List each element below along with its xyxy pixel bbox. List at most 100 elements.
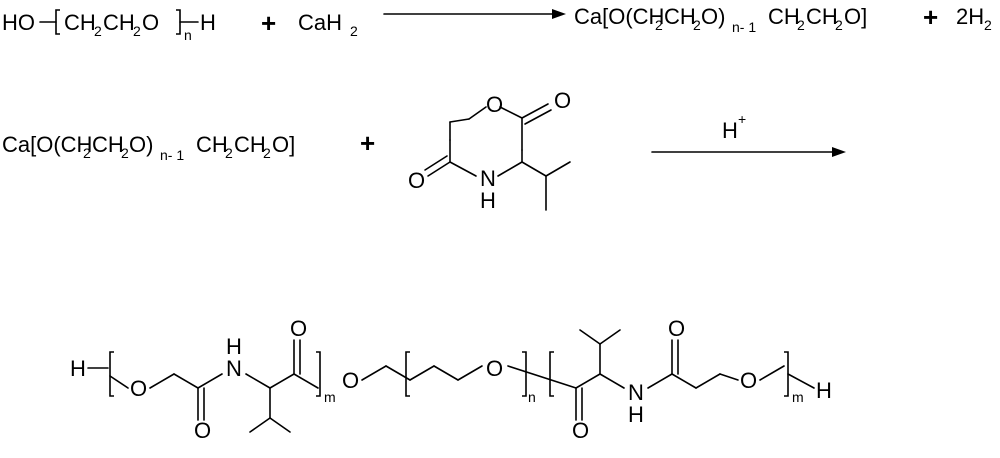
catalyst-plus: + — [738, 111, 746, 127]
atom-o-c4: O — [668, 316, 685, 341]
ca-text-3: O) — [701, 4, 725, 29]
reaction-arrow-2-head — [832, 147, 846, 157]
bond-to-o1 — [109, 375, 129, 389]
calcium-alkoxide-reactant: Ca[O(CH 2 CH 2 O) n- 1 CH 2 CH 2 O] — [2, 132, 295, 163]
bond-ca2-n2 — [599, 373, 625, 389]
block-copolymer-product: H O O N H O m O O n — [70, 316, 832, 443]
ca-sub-5: 2 — [835, 17, 843, 33]
ca-sub-2: 2 — [693, 17, 701, 33]
bond-n2-c4 — [647, 373, 673, 389]
ca2-sub-3: n- 1 — [160, 147, 184, 163]
h2-label: 2H — [956, 4, 984, 29]
ring-bond-ch2 — [449, 118, 470, 123]
ca-sub-4: 2 — [797, 17, 805, 33]
bond-ca-c2 — [269, 373, 295, 389]
bond-to-o-right — [719, 373, 739, 381]
plus-sign-3: + — [360, 128, 375, 158]
atom-n2: N — [628, 380, 644, 405]
bond-o1-ch2 — [149, 373, 175, 389]
reaction-arrow-1-head — [552, 9, 566, 19]
carbonyl-oxygen-1: O — [554, 88, 571, 113]
atom-o-link: O — [342, 368, 359, 393]
repeat-m-left: m — [324, 389, 336, 405]
ring-bond-o-c — [499, 106, 523, 119]
atom-h-n1: H — [226, 334, 242, 359]
atom-n1: N — [226, 356, 242, 381]
bond-n1-ca — [245, 373, 271, 389]
atom-o-c3: O — [572, 418, 589, 443]
peg-bracket-left — [55, 9, 60, 35]
peg-repeat-n: n — [184, 27, 192, 43]
ipr2-methyl-b — [599, 329, 621, 345]
end-h-left: H — [70, 356, 86, 381]
peg-bond-1 — [385, 365, 411, 381]
h2-sub: 2 — [984, 17, 992, 33]
isopropyl-bond — [521, 161, 547, 177]
peg-h: H — [200, 10, 216, 35]
ring-bond-o-ch2 — [468, 106, 487, 120]
ipr2-methyl-a — [579, 329, 601, 345]
ca2-sub-2: 2 — [121, 145, 129, 161]
isopropyl-methyl-1 — [545, 161, 571, 177]
bond-c3-ca2 — [575, 373, 601, 389]
reaction-2: Ca[O(CH 2 CH 2 O) n- 1 CH 2 CH 2 O] + — [2, 88, 846, 213]
ca-text-4: CH — [768, 4, 800, 29]
ca-text-5: CH — [806, 4, 838, 29]
peg-unit-ch-1: CH — [64, 10, 96, 35]
bond-c4-ch2 — [671, 373, 697, 389]
repeat-m-right: m — [792, 389, 804, 405]
morpholinedione-structure: O O O N H — [408, 88, 571, 213]
ring-nh-hydrogen: H — [480, 188, 496, 213]
catalyst-h: H — [722, 118, 738, 143]
carbonyl-1-a — [521, 103, 549, 119]
ring-bond-c-n — [449, 161, 477, 177]
bond-olink-peg — [361, 365, 387, 381]
peg-ho: HO — [2, 10, 35, 35]
ca-text-6: O] — [844, 4, 867, 29]
repeat-n: n — [528, 389, 536, 405]
bracket-right-peg — [522, 351, 527, 397]
ring-nitrogen: N — [480, 166, 496, 191]
bond-c2-bracket — [293, 373, 319, 389]
plus-sign-1: + — [261, 8, 276, 38]
ipr1-methyl-b — [269, 417, 291, 433]
bond-o-bracket — [759, 365, 785, 381]
atom-o-c2: O — [290, 316, 307, 341]
ca2-sub-5: 2 — [263, 145, 271, 161]
carbonyl-1-b — [524, 109, 552, 125]
ca-text-1: Ca[O(CH — [574, 4, 664, 29]
bond-bracket-h — [787, 373, 815, 389]
atom-o-peg: O — [486, 356, 503, 381]
ca2-text-6: O] — [272, 132, 295, 157]
bracket-left-2 — [549, 351, 554, 397]
peg-unit-o: O — [142, 10, 159, 35]
peg-bond-2 — [409, 365, 435, 381]
bond-ch2-o — [695, 373, 721, 389]
peg-bond-3 — [433, 365, 459, 381]
carbonyl-2-b — [424, 155, 448, 171]
ca2-text-2: CH — [92, 132, 124, 157]
ca2-sub-4: 2 — [225, 145, 233, 161]
bracket-left-peg — [405, 351, 410, 397]
atom-o-c1: O — [194, 418, 211, 443]
ring-bond-n-c — [497, 161, 523, 177]
atom-o1: O — [130, 376, 147, 401]
atom-o-right: O — [740, 368, 757, 393]
peg-unit-ch-2: CH — [103, 10, 135, 35]
carbonyl-2-a — [427, 161, 451, 177]
ca-sub-1: 2 — [655, 17, 663, 33]
ipr1-methyl-a — [249, 417, 271, 433]
peg-unit-sub-1: 2 — [94, 23, 102, 39]
bond-c1-n1 — [197, 373, 223, 389]
atom-h-n2: H — [628, 402, 644, 427]
cah2-sub: 2 — [350, 23, 358, 39]
bracket-right-1 — [316, 351, 321, 397]
peg-bond-4 — [457, 365, 483, 381]
bracket-left-1 — [109, 351, 114, 397]
ca2-text-1: Ca[O(CH — [2, 132, 92, 157]
ring-oxygen: O — [486, 92, 503, 117]
reaction-1: HO CH 2 CH 2 O n H + CaH 2 Ca[O(CH 2 CH … — [2, 2, 992, 43]
ca-sub-3: n- 1 — [732, 19, 756, 35]
end-h-right: H — [816, 378, 832, 403]
